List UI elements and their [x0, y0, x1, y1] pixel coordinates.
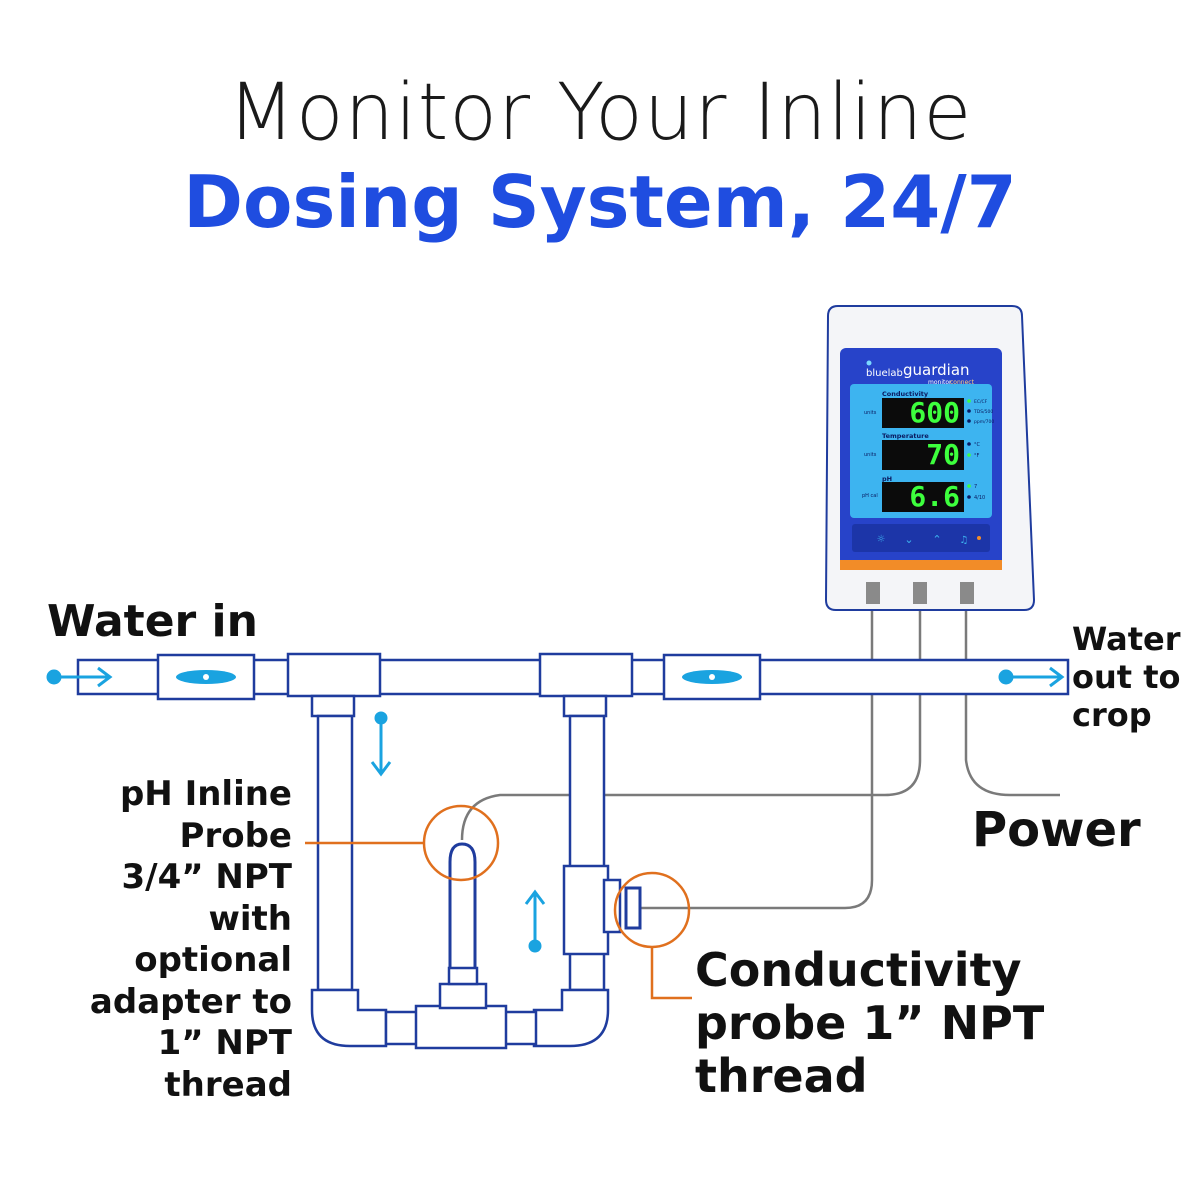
water-in-label: Water in — [47, 596, 258, 647]
device-accent — [840, 560, 1002, 570]
port-3 — [960, 582, 974, 604]
device-button-strip — [852, 524, 990, 552]
port-2 — [913, 582, 927, 604]
temperature-value: 70 — [926, 438, 960, 471]
conductivity-value: 600 — [909, 396, 960, 429]
ph-side: pH cal — [862, 493, 878, 499]
tee-right — [538, 652, 634, 698]
title-line-2: Dosing System, 24/7 — [183, 160, 1017, 244]
device-subtitle-b: connect — [950, 379, 975, 386]
water-out-label: Water out to crop — [1072, 620, 1181, 734]
ph-probe — [447, 842, 479, 986]
light-icon: ☼ — [877, 534, 886, 545]
tee-left-stub — [310, 694, 356, 718]
ph-display — [882, 482, 964, 512]
callouts — [305, 804, 692, 1000]
port-1 — [866, 582, 880, 604]
conductivity-cable — [640, 604, 874, 910]
title-line-1: Monitor Your Inline — [227, 68, 973, 158]
temperature-heading: Temperature — [882, 432, 929, 440]
bell-icon: ♫ — [960, 535, 969, 546]
conductivity-probe-label: Conductivity probe 1” NPT thread — [695, 943, 1045, 1103]
cables — [460, 604, 1060, 910]
device-product: guardian — [903, 361, 970, 379]
tee-bottom-stub — [438, 982, 488, 1010]
ph-cable — [460, 604, 922, 841]
power-label: Power — [972, 802, 1141, 858]
chevron-up-icon: ⌃ — [932, 533, 941, 546]
elbow-left — [310, 988, 388, 1048]
ph-value: 6.6 — [909, 480, 960, 513]
conductivity-tee — [562, 864, 610, 956]
guardian-monitor: bluelab guardian monitor connect Conduct… — [824, 305, 1036, 611]
device-brand: bluelab — [866, 368, 903, 379]
conductivity-probe — [624, 886, 642, 930]
tee-bottom — [414, 1004, 508, 1050]
conductivity-unit-2: TDS/500 — [973, 409, 993, 415]
conductivity-side: units — [864, 410, 877, 416]
conductivity-display — [882, 398, 964, 428]
bypass-loop — [310, 694, 622, 1050]
temperature-unit-1: °C — [974, 442, 981, 448]
conductivity-unit-1: EC/CF — [974, 399, 988, 405]
temperature-side: units — [864, 452, 877, 458]
conductivity-heading: Conductivity — [882, 390, 929, 398]
device-subtitle-a: monitor — [928, 379, 952, 386]
elbow-right — [532, 988, 610, 1048]
power-cable — [964, 604, 1060, 797]
temperature-unit-2: °F — [974, 453, 980, 459]
flow-arrows — [46, 666, 1065, 953]
conductivity-unit-3: ppm/700 — [974, 419, 994, 425]
ph-unit-1: 7 — [974, 484, 977, 490]
filter-right — [662, 653, 762, 701]
ph-unit-2: 4/10 — [974, 495, 985, 501]
tee-right-stub — [562, 694, 608, 718]
ph-heading: pH — [882, 475, 892, 483]
flow-indicators — [176, 670, 742, 684]
chevron-down-icon: ⌄ — [904, 533, 913, 546]
temperature-display — [882, 440, 964, 470]
ph-probe-label: pH Inline Probe 3/4” NPT with optional a… — [89, 774, 292, 1105]
main-pipe — [76, 652, 1070, 701]
conductivity-callout-line — [650, 947, 692, 1000]
tee-left — [286, 652, 382, 698]
